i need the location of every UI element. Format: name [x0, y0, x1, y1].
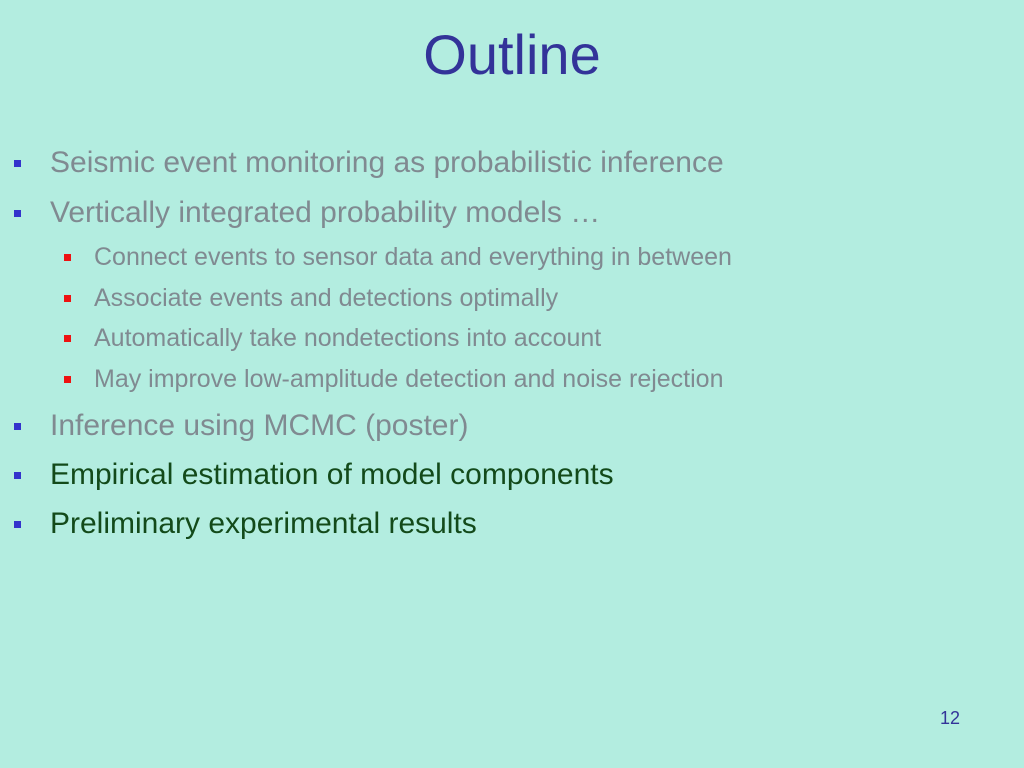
square-bullet-icon: [14, 521, 21, 528]
outline-subitem-nondetections: Automatically take nondetections into ac…: [64, 323, 602, 353]
outline-subitem-text: Automatically take nondetections into ac…: [94, 324, 602, 352]
outline-item-empirical-estimation: Empirical estimation of model components: [14, 457, 614, 493]
outline-subitem-text: Connect events to sensor data and everyt…: [94, 243, 732, 271]
outline-item-text: Inference using MCMC (poster): [50, 409, 469, 442]
outline-subitem-text: May improve low-amplitude detection and …: [94, 365, 724, 393]
square-bullet-icon: [14, 472, 21, 479]
outline-item-text: Empirical estimation of model components: [50, 458, 614, 491]
outline-item-mcmc-inference: Inference using MCMC (poster): [14, 408, 469, 444]
outline-subitem-associate-events: Associate events and detections optimall…: [64, 283, 559, 313]
square-bullet-icon: [14, 160, 21, 167]
outline-item-seismic-monitoring: Seismic event monitoring as probabilisti…: [14, 145, 724, 181]
square-bullet-icon: [64, 254, 71, 261]
outline-item-text: Seismic event monitoring as probabilisti…: [50, 146, 724, 179]
outline-subitem-noise-rejection: May improve low-amplitude detection and …: [64, 364, 724, 394]
square-bullet-icon: [14, 423, 21, 430]
square-bullet-icon: [14, 210, 21, 217]
outline-item-preliminary-results: Preliminary experimental results: [14, 506, 477, 542]
page-number: 12: [939, 708, 960, 728]
square-bullet-icon: [64, 335, 71, 342]
outline-item-text: Vertically integrated probability models…: [50, 196, 601, 229]
outline-subitem-text: Associate events and detections optimall…: [94, 284, 559, 312]
slide-title: Outline: [423, 23, 601, 86]
square-bullet-icon: [64, 376, 71, 383]
outline-item-vertically-integrated-models: Vertically integrated probability models…: [14, 195, 601, 231]
outline-item-text: Preliminary experimental results: [50, 507, 477, 540]
square-bullet-icon: [64, 295, 71, 302]
outline-subitem-connect-events: Connect events to sensor data and everyt…: [64, 242, 732, 272]
